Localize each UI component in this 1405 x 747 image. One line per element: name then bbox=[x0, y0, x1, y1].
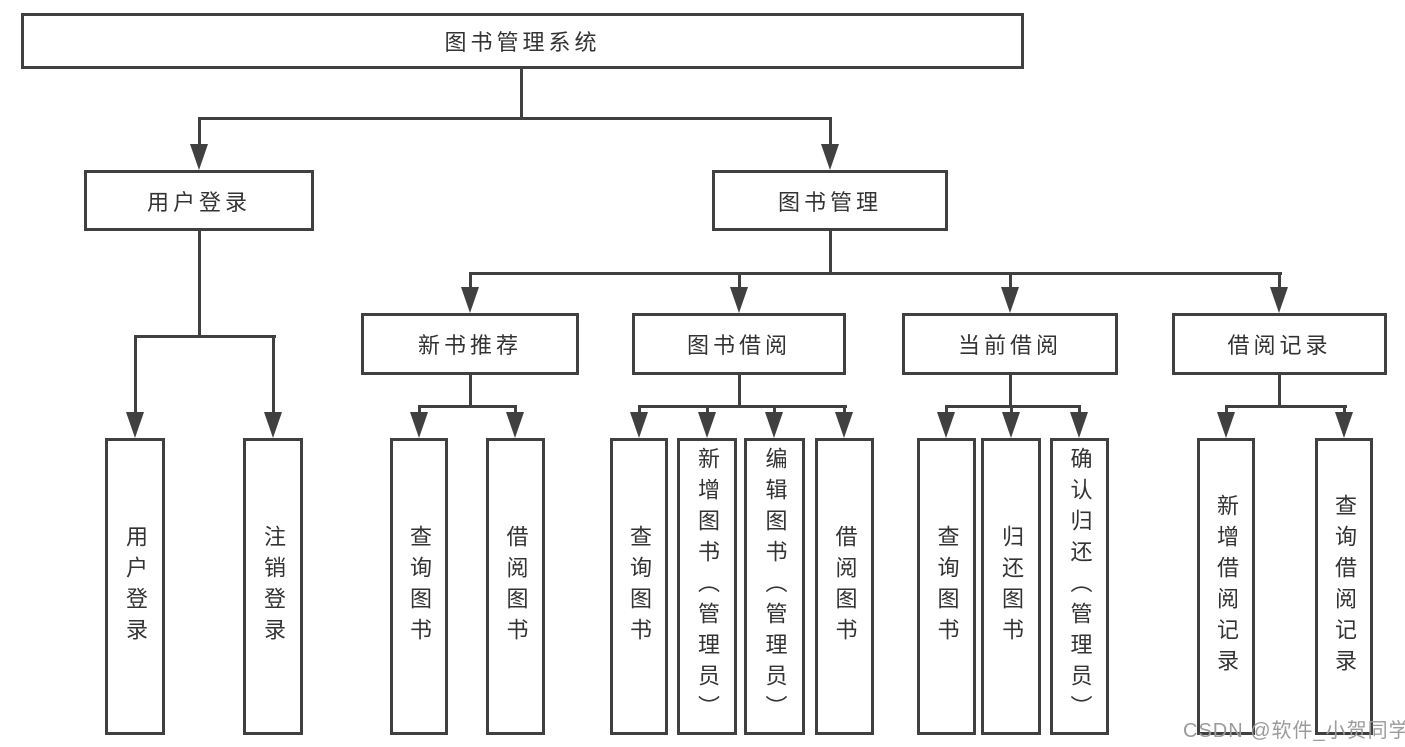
connector-line bbox=[945, 405, 948, 415]
arrow-down-icon bbox=[821, 144, 839, 170]
connector-line bbox=[198, 117, 832, 120]
leaf-add-borrow-record: 新增借阅记录 bbox=[1197, 438, 1255, 735]
connector-line bbox=[1009, 272, 1012, 289]
connector-line bbox=[134, 335, 137, 414]
leaf-label: 编辑图书（管理员） bbox=[762, 447, 788, 726]
leaf-label: 借阅图书 bbox=[832, 524, 858, 649]
node-book-borrowing: 图书借阅 bbox=[632, 313, 846, 375]
node-label: 当前借阅 bbox=[957, 333, 1062, 358]
arrow-down-icon bbox=[1070, 412, 1088, 438]
connector-line bbox=[945, 405, 1081, 408]
node-label: 用户登录 bbox=[146, 189, 251, 215]
connector-line bbox=[1009, 375, 1012, 408]
connector-line bbox=[1278, 272, 1281, 289]
leaf-recommend-borrow-books: 借阅图书 bbox=[486, 438, 545, 735]
arrow-down-icon bbox=[765, 412, 783, 438]
connector-line bbox=[418, 405, 517, 408]
connector-line bbox=[418, 405, 421, 415]
leaf-label: 查询借阅记录 bbox=[1332, 493, 1357, 680]
node-library-management-system: 图书管理系统 bbox=[21, 13, 1024, 69]
leaf-label: 确认归还（管理员） bbox=[1067, 447, 1093, 726]
leaf-return-books: 归还图书 bbox=[981, 438, 1041, 735]
leaf-confirm-return-admin: 确认归还（管理员） bbox=[1050, 438, 1109, 735]
node-borrowing-records: 借阅记录 bbox=[1172, 313, 1387, 375]
arrow-down-icon bbox=[630, 412, 648, 438]
node-label: 图书管理 bbox=[777, 189, 882, 215]
leaf-label: 查询图书 bbox=[627, 524, 652, 649]
connector-line bbox=[738, 375, 741, 408]
arrow-down-icon bbox=[190, 144, 208, 170]
connector-line bbox=[1225, 405, 1228, 415]
connector-line bbox=[1078, 405, 1081, 415]
leaf-user-login: 用户登录 bbox=[105, 438, 165, 735]
connector-line bbox=[469, 375, 472, 408]
connector-line bbox=[1343, 405, 1346, 415]
node-new-book-recommendation: 新书推荐 bbox=[361, 313, 579, 375]
leaf-label: 借阅图书 bbox=[503, 524, 529, 649]
leaf-add-books-admin: 新增图书（管理员） bbox=[677, 438, 737, 735]
leaf-label: 查询图书 bbox=[934, 524, 960, 649]
leaf-label: 新增借阅记录 bbox=[1214, 493, 1239, 680]
leaf-logout: 注销登录 bbox=[243, 438, 303, 735]
leaf-label: 新增图书（管理员） bbox=[695, 447, 720, 726]
connector-line bbox=[198, 117, 201, 146]
leaf-edit-books-admin: 编辑图书（管理员） bbox=[744, 438, 805, 735]
arrow-down-icon bbox=[937, 412, 955, 438]
arrow-down-icon bbox=[264, 412, 282, 438]
connector-line bbox=[638, 405, 847, 408]
arrow-down-icon bbox=[1217, 412, 1235, 438]
leaf-recommend-query-books: 查询图书 bbox=[390, 438, 448, 735]
arrow-down-icon bbox=[1335, 412, 1353, 438]
node-current-borrowing: 当前借阅 bbox=[902, 313, 1118, 375]
arrow-down-icon bbox=[506, 412, 524, 438]
node-label: 图书借阅 bbox=[686, 333, 791, 358]
leaf-current-query-books: 查询图书 bbox=[917, 438, 976, 735]
node-label: 图书管理系统 bbox=[444, 30, 601, 55]
connector-line bbox=[272, 335, 275, 414]
leaf-label: 查询图书 bbox=[407, 524, 432, 649]
connector-line bbox=[738, 272, 741, 289]
leaf-borrow-query-books: 查询图书 bbox=[610, 438, 668, 735]
connector-line bbox=[1010, 405, 1013, 415]
connector-line bbox=[829, 231, 832, 275]
node-label: 新书推荐 bbox=[417, 333, 522, 358]
leaf-borrow-books: 借阅图书 bbox=[815, 438, 874, 735]
csdn-watermark: CSDN @软件_小贺同学 bbox=[1183, 720, 1405, 742]
arrow-down-icon bbox=[410, 412, 428, 438]
arrow-down-icon bbox=[126, 412, 144, 438]
connector-line bbox=[198, 231, 201, 338]
connector-line bbox=[706, 405, 709, 415]
leaf-query-borrow-record: 查询借阅记录 bbox=[1315, 438, 1373, 735]
arrow-down-icon bbox=[835, 412, 853, 438]
connector-line bbox=[1278, 375, 1281, 408]
connector-line bbox=[514, 405, 517, 415]
node-book-management: 图书管理 bbox=[712, 170, 948, 231]
connector-line bbox=[134, 335, 276, 338]
node-user-login: 用户登录 bbox=[84, 170, 314, 231]
leaf-label: 用户登录 bbox=[123, 524, 148, 649]
arrow-down-icon bbox=[698, 412, 716, 438]
arrow-down-icon bbox=[461, 287, 479, 313]
arrow-down-icon bbox=[730, 287, 748, 313]
connector-line bbox=[469, 272, 1282, 275]
connector-line bbox=[638, 405, 641, 415]
connector-line bbox=[469, 272, 472, 289]
leaf-label: 注销登录 bbox=[261, 524, 286, 649]
connector-line bbox=[843, 405, 846, 415]
connector-line bbox=[1225, 405, 1347, 408]
connector-line bbox=[520, 69, 523, 118]
arrow-down-icon bbox=[1270, 287, 1288, 313]
arrow-down-icon bbox=[1002, 412, 1020, 438]
leaf-label: 归还图书 bbox=[999, 524, 1024, 649]
connector-line bbox=[773, 405, 776, 415]
connector-line bbox=[829, 117, 832, 146]
node-label: 借阅记录 bbox=[1227, 333, 1332, 358]
arrow-down-icon bbox=[1001, 287, 1019, 313]
